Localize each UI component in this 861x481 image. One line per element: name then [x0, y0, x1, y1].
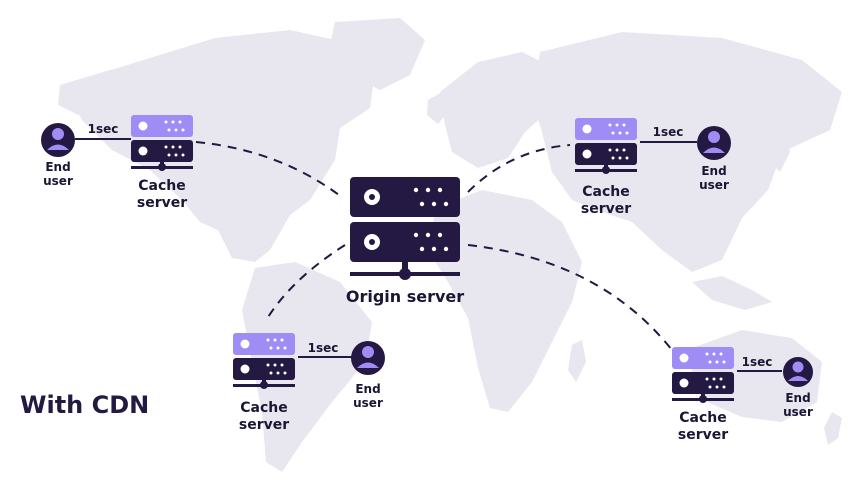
- cache-server-label-line1: Cache: [582, 184, 629, 200]
- connection-lines: [195, 141, 673, 351]
- diagram-title: With CDN: [20, 391, 149, 419]
- cache-server-label-line2: server: [137, 195, 187, 211]
- cache-group-1: End user 1sec Cache server: [41, 115, 193, 211]
- cache-server-label-line1: Cache: [240, 400, 287, 416]
- end-user-label-line2: user: [353, 396, 383, 410]
- link-origin-to-cache-3: [264, 244, 346, 323]
- cache-group-2: Cache server 1sec End user: [575, 118, 731, 217]
- latency-label: 1sec: [653, 125, 684, 139]
- end-user-label-line1: End: [701, 164, 726, 178]
- end-user-1: End user: [41, 123, 75, 188]
- cache-group-3: Cache server 1sec End user: [233, 333, 385, 433]
- end-user-label-line1: End: [785, 391, 810, 405]
- cache-server-label-line2: server: [239, 417, 289, 433]
- server-rack-icon: [575, 118, 637, 174]
- origin-server-label: Origin server: [346, 287, 464, 306]
- end-user-4: End user: [783, 357, 813, 419]
- cache-server-4: Cache server: [672, 347, 734, 443]
- cache-server-label-line2: server: [581, 201, 631, 217]
- cache-server-label-line1: Cache: [679, 410, 726, 426]
- user-icon: [697, 126, 731, 160]
- cache-server-3: Cache server: [233, 333, 295, 433]
- cache-group-4: Cache server 1sec End user: [672, 347, 813, 443]
- latency-label: 1sec: [742, 355, 773, 369]
- end-user-label-line1: End: [355, 382, 380, 396]
- origin-server: Origin server: [346, 177, 464, 306]
- world-map: [58, 18, 842, 472]
- server-rack-icon: [350, 177, 460, 280]
- server-rack-icon: [131, 115, 193, 171]
- latency-label: 1sec: [88, 122, 119, 136]
- cache-server-label-line2: server: [678, 427, 728, 443]
- end-user-label-line2: user: [783, 405, 813, 419]
- end-user-label-line2: user: [43, 174, 73, 188]
- cache-server-1: Cache server: [131, 115, 193, 211]
- server-rack-icon: [672, 347, 734, 403]
- user-icon: [41, 123, 75, 157]
- cache-server-label-line1: Cache: [138, 178, 185, 194]
- end-user-label-line1: End: [45, 160, 70, 174]
- latency-label: 1sec: [308, 341, 339, 355]
- end-user-label-line2: user: [699, 178, 729, 192]
- user-icon: [351, 341, 385, 375]
- link-origin-to-cache-1: [195, 141, 344, 199]
- end-user-2: End user: [697, 126, 731, 192]
- end-user-3: End user: [351, 341, 385, 410]
- user-icon: [783, 357, 813, 387]
- link-origin-to-cache-4: [467, 244, 673, 351]
- cache-server-2: Cache server: [575, 118, 637, 217]
- server-rack-icon: [233, 333, 295, 389]
- link-origin-to-cache-2: [467, 144, 571, 193]
